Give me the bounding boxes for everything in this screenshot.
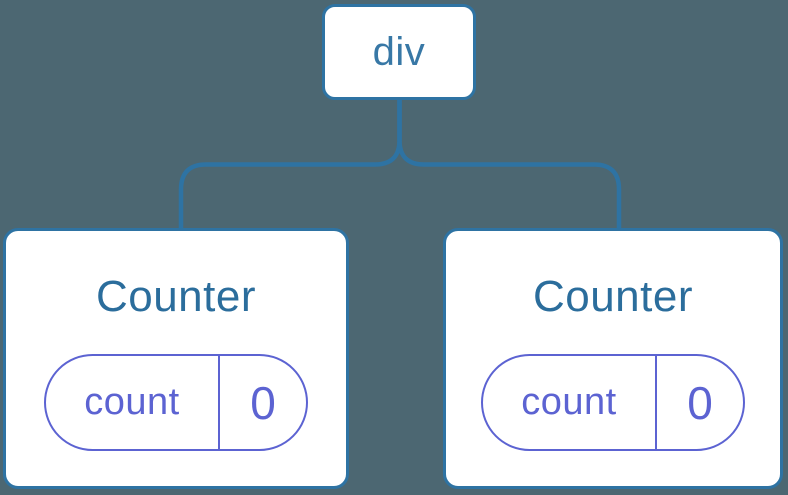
root-node-label: div [372,29,426,74]
state-value: 0 [218,356,306,449]
connector-left-branch [178,99,402,229]
state-pill: count 0 [44,354,308,451]
component-title: Counter [532,272,694,321]
counter-node-right: Counter count 0 [443,228,783,489]
state-key-label: count [521,381,617,423]
state-value: 0 [655,356,743,449]
state-key-label: count [84,381,180,423]
counter-node-left: Counter count 0 [3,228,349,489]
connector-right-branch [397,99,622,229]
root-node-div: div [322,4,476,100]
state-pill: count 0 [481,354,745,451]
component-title: Counter [95,272,257,321]
